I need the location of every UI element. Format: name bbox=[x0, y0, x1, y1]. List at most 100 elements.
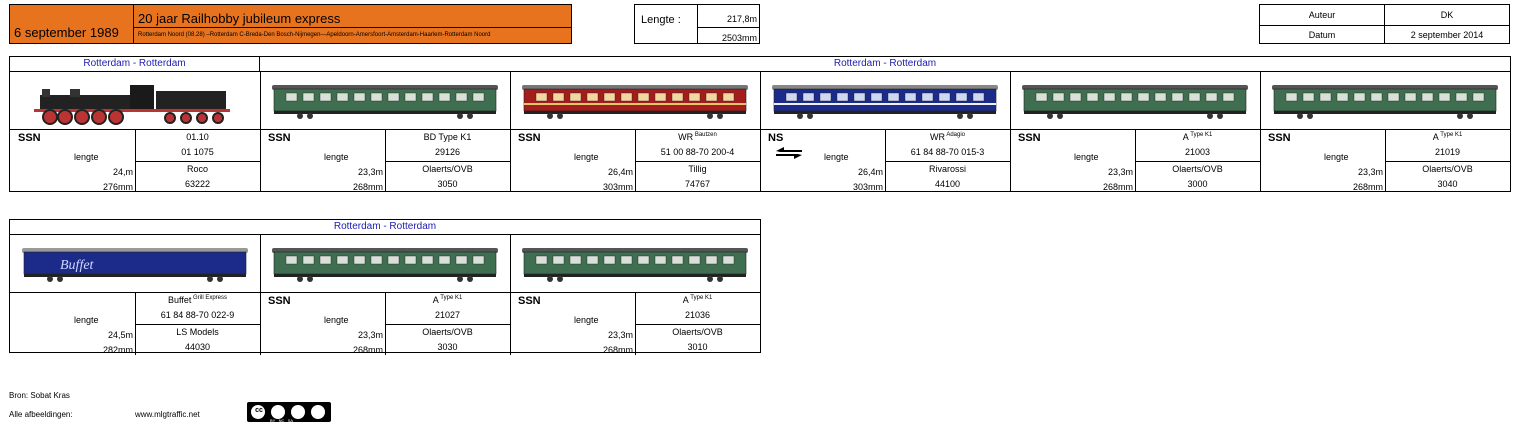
vehicle-type-sup: Type K1 bbox=[438, 295, 463, 301]
train-row-1: Rotterdam - Rotterdam Rotterdam - Rotter… bbox=[9, 56, 1511, 192]
owner-label: SSN bbox=[268, 295, 291, 307]
length-mm: 303mm bbox=[602, 182, 633, 192]
green-coach-icon bbox=[510, 235, 760, 292]
length-label: Lengte : bbox=[641, 14, 681, 26]
length-m: 26,4m bbox=[607, 167, 633, 177]
route-label-row2: Rotterdam - Rotterdam bbox=[10, 220, 760, 235]
vehicle-type: A Type K1 bbox=[682, 295, 713, 305]
cc-nc-icon bbox=[290, 404, 306, 420]
model-maker: Olaerts/OVB bbox=[672, 327, 723, 337]
owner-label: SSN bbox=[1268, 132, 1291, 144]
vehicle-number: 21036 bbox=[684, 310, 711, 320]
vehicle-number: 21019 bbox=[1434, 147, 1461, 157]
header-title: 20 jaar Railhobby jubileum express bbox=[138, 11, 341, 26]
model-maker: Roco bbox=[186, 164, 208, 174]
svg-text:Buffet: Buffet bbox=[60, 258, 95, 273]
lengte-label: lengte bbox=[324, 315, 349, 325]
length-mm: 276mm bbox=[102, 182, 133, 192]
model-article: 3000 bbox=[1187, 179, 1208, 189]
length-mm: 268mm bbox=[1102, 182, 1133, 192]
lengte-label: lengte bbox=[1074, 152, 1099, 162]
lengte-label: lengte bbox=[74, 315, 99, 325]
lengte-label: lengte bbox=[574, 315, 599, 325]
length-m: 23,3m bbox=[1107, 167, 1133, 177]
length-m: 23,3m bbox=[357, 167, 383, 177]
length-mm: 268mm bbox=[352, 345, 383, 355]
vehicle-number: 21003 bbox=[1184, 147, 1211, 157]
owner-label: NS bbox=[768, 132, 784, 144]
model-maker: LS Models bbox=[176, 327, 219, 337]
vehicle-type-sup: Type K1 bbox=[1188, 132, 1213, 138]
green-coach-icon bbox=[260, 72, 510, 129]
cc-license-badge[interactable]: cc BY NC SA bbox=[247, 402, 331, 423]
vehicle-type: A Type K1 bbox=[432, 295, 463, 305]
datum-label: Datum bbox=[1308, 30, 1336, 40]
mitropa-dining-car-icon bbox=[510, 72, 760, 129]
green-coach-icon bbox=[1260, 72, 1510, 129]
vehicle-type: WR Adagio bbox=[929, 132, 966, 142]
green-coach-icon bbox=[1010, 72, 1260, 129]
footer-site-link[interactable]: www.mlgtraffic.net bbox=[135, 410, 200, 419]
length-real: 217,8m bbox=[726, 14, 757, 24]
vehicle-type: 01.10 bbox=[186, 132, 209, 142]
lengte-label: lengte bbox=[74, 152, 99, 162]
vehicle-number: 29126 bbox=[434, 147, 461, 157]
train-row-2: Rotterdam - Rotterdam Buffet lengte 24,5m 2… bbox=[9, 219, 761, 355]
vehicle-type-sup: Bautzen bbox=[693, 132, 717, 138]
model-maker: Olaerts/OVB bbox=[1172, 164, 1223, 174]
model-article: 74767 bbox=[684, 179, 711, 189]
vehicle-number: 61 84 88-70 022-9 bbox=[160, 310, 235, 320]
header-route: Rotterdam Noord (08.28) –Rotterdam C-Bre… bbox=[138, 32, 491, 38]
length-m: 23,3m bbox=[357, 330, 383, 340]
lengte-label: lengte bbox=[1324, 152, 1349, 162]
length-m: 23,3m bbox=[607, 330, 633, 340]
length-m: 24,5m bbox=[107, 330, 133, 340]
length-mm: 282mm bbox=[102, 345, 133, 355]
length-m: 24,m bbox=[112, 167, 133, 177]
lengte-label: lengte bbox=[574, 152, 599, 162]
lengte-label: lengte bbox=[824, 152, 849, 162]
ns-blue-coach-icon bbox=[760, 72, 1010, 129]
cc-sub-text: BY NC SA bbox=[270, 418, 294, 423]
green-coach-icon bbox=[260, 235, 510, 292]
cc-by-icon bbox=[270, 404, 286, 420]
model-article: 63222 bbox=[184, 179, 211, 189]
model-maker: Tillig bbox=[688, 164, 707, 174]
vehicle-type-sup: Type K1 bbox=[1438, 132, 1463, 138]
ns-logo-icon bbox=[774, 146, 804, 162]
length-mm: 268mm bbox=[602, 345, 633, 355]
footer-source: Bron: Sobat Kras bbox=[9, 391, 70, 400]
length-m: 23,3m bbox=[1357, 167, 1383, 177]
lengte-label: lengte bbox=[324, 152, 349, 162]
vehicle-number: 51 00 88-70 200-4 bbox=[660, 147, 735, 157]
header-block: 6 september 1989 20 jaar Railhobby jubil… bbox=[9, 4, 572, 44]
vehicle-type: WR Bautzen bbox=[678, 132, 717, 142]
route-label-coaches: Rotterdam - Rotterdam bbox=[260, 57, 1510, 72]
vehicle-number: 61 84 88-70 015-3 bbox=[910, 147, 985, 157]
vehicle-type: BD Type K1 bbox=[423, 132, 472, 142]
vehicle-type-sup: Grill Express bbox=[191, 295, 228, 301]
auteur-label: Auteur bbox=[1308, 10, 1336, 20]
length-mm: 268mm bbox=[1352, 182, 1383, 192]
model-article: 3030 bbox=[437, 342, 458, 352]
owner-label: SSN bbox=[268, 132, 291, 144]
cc-icon: cc bbox=[250, 404, 266, 420]
length-box: Lengte : 217,8m 2503mm bbox=[634, 4, 760, 44]
model-article: 3010 bbox=[687, 342, 708, 352]
model-maker: Rivarossi bbox=[928, 164, 966, 174]
model-maker: Olaerts/OVB bbox=[422, 327, 473, 337]
author-box: Auteur DK Datum 2 september 2014 bbox=[1259, 4, 1510, 44]
header-date-cell: 6 september 1989 bbox=[10, 5, 134, 43]
header-date: 6 september 1989 bbox=[14, 25, 119, 40]
model-maker: Olaerts/OVB bbox=[422, 164, 473, 174]
datum-value: 2 september 2014 bbox=[1410, 30, 1484, 40]
buffet-coach-icon: Buffet bbox=[10, 235, 260, 292]
steam-locomotive-icon bbox=[10, 72, 260, 129]
